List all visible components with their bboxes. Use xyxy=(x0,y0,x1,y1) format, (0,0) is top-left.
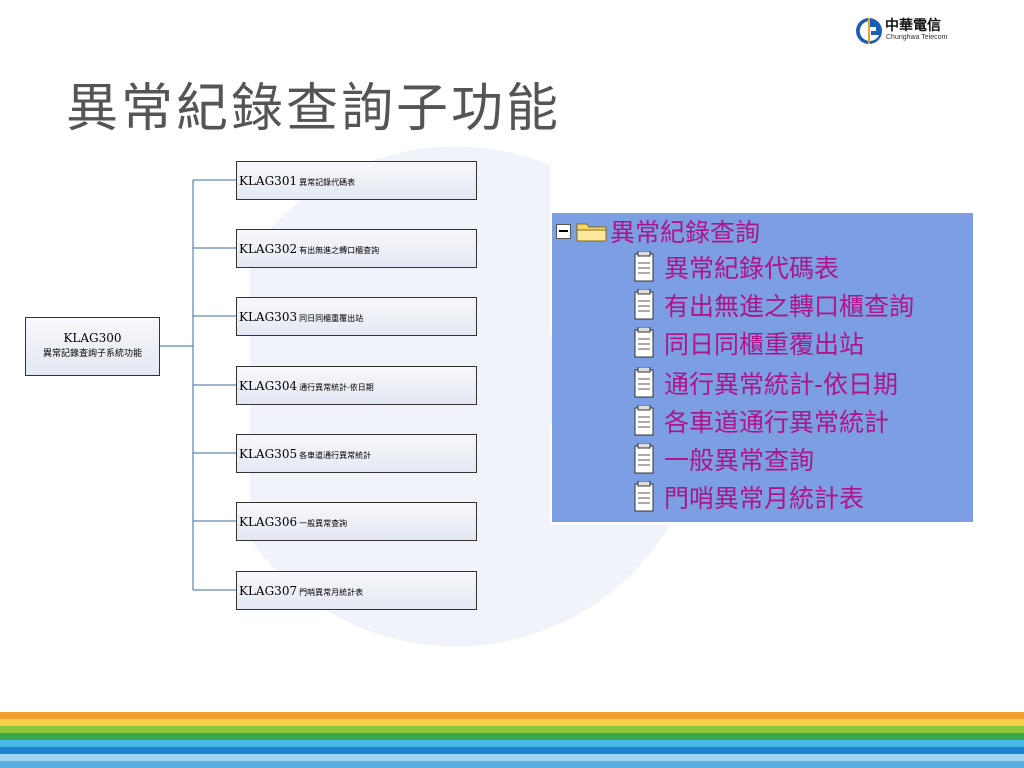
stripe xyxy=(0,726,1024,733)
tree-item[interactable]: 同日同櫃重覆出站 xyxy=(632,325,864,361)
org-child-code: KLAG305 xyxy=(239,447,298,461)
tree-item-label: 一般異常查詢 xyxy=(664,446,815,475)
org-child-label: 門哨異常月統計表 xyxy=(299,588,364,597)
folder-open-icon xyxy=(576,223,607,242)
tree-item[interactable]: 異常紀錄代碼表 xyxy=(632,249,839,285)
tree-item[interactable]: 一般異常查詢 xyxy=(632,441,814,477)
org-root-code: KLAG300 xyxy=(63,331,122,345)
org-child-code: KLAG304 xyxy=(239,379,298,393)
stripe xyxy=(0,719,1024,726)
tree-item-label: 門哨異常月統計表 xyxy=(664,484,865,513)
org-child-code: KLAG302 xyxy=(239,242,298,256)
document-icon xyxy=(634,251,654,282)
stripe xyxy=(0,740,1024,747)
org-child-label: 通行異常統計-依日期 xyxy=(299,383,374,392)
document-icon xyxy=(634,327,654,358)
tree-item[interactable]: 有出無進之轉口櫃查詢 xyxy=(632,287,914,323)
document-icon xyxy=(634,443,654,474)
tree-root-node[interactable]: 異常紀錄查詢 xyxy=(556,215,760,247)
stripe xyxy=(0,754,1024,761)
slide-title: 異常紀錄查詢子功能 xyxy=(66,79,562,139)
tree-item[interactable]: 各車道通行異常統計 xyxy=(632,403,889,439)
tree-item-label: 同日同櫃重覆出站 xyxy=(664,330,865,359)
tree-item[interactable]: 通行異常統計-依日期 xyxy=(632,365,898,401)
org-child-label: 異常記錄代碼表 xyxy=(299,178,356,187)
tree-root-label: 異常紀錄查詢 xyxy=(610,218,761,247)
document-icon xyxy=(634,367,654,398)
logo-name-en: Chunghwa Telecom xyxy=(886,34,948,41)
document-icon xyxy=(634,289,654,320)
org-root-box: KLAG300 異常記錄查詢子系統功能 xyxy=(25,317,160,376)
org-child-label: 有出無進之轉口櫃查詢 xyxy=(299,246,380,255)
tree-item-label: 各車道通行異常統計 xyxy=(664,408,890,437)
tree-item-label: 通行異常統計-依日期 xyxy=(664,370,899,399)
tree-item[interactable]: 門哨異常月統計表 xyxy=(632,479,864,515)
org-child-code: KLAG306 xyxy=(239,515,298,529)
company-logo: 中華電信 Chunghwa Telecom xyxy=(855,14,965,48)
org-child-label: 一般異常查詢 xyxy=(299,519,348,528)
stripe xyxy=(0,747,1024,754)
org-child-code: KLAG307 xyxy=(239,584,298,598)
footer-stripes xyxy=(0,712,1024,768)
stripe xyxy=(0,712,1024,719)
org-root-label: 異常記錄查詢子系統功能 xyxy=(42,349,142,359)
org-child-code: KLAG303 xyxy=(239,310,298,324)
logo-name-cn: 中華電信 xyxy=(885,18,941,34)
collapse-minus-icon[interactable] xyxy=(556,223,571,239)
document-icon xyxy=(634,481,654,512)
chunghwa-logo-icon xyxy=(856,18,882,44)
document-icon xyxy=(634,405,654,436)
org-child-label: 同日同櫃重覆出站 xyxy=(299,314,364,323)
org-child-label: 各車道通行異常統計 xyxy=(299,451,372,460)
menu-tree-panel: 異常紀錄查詢 異常紀錄代碼表 有出無進之轉口櫃查詢 同日同櫃重覆出站 xyxy=(552,213,973,522)
tree-item-label: 有出無進之轉口櫃查詢 xyxy=(664,292,915,321)
tree-item-label: 異常紀錄代碼表 xyxy=(664,254,840,283)
stripe xyxy=(0,733,1024,740)
org-child-code: KLAG301 xyxy=(239,174,298,188)
stripe xyxy=(0,761,1024,768)
